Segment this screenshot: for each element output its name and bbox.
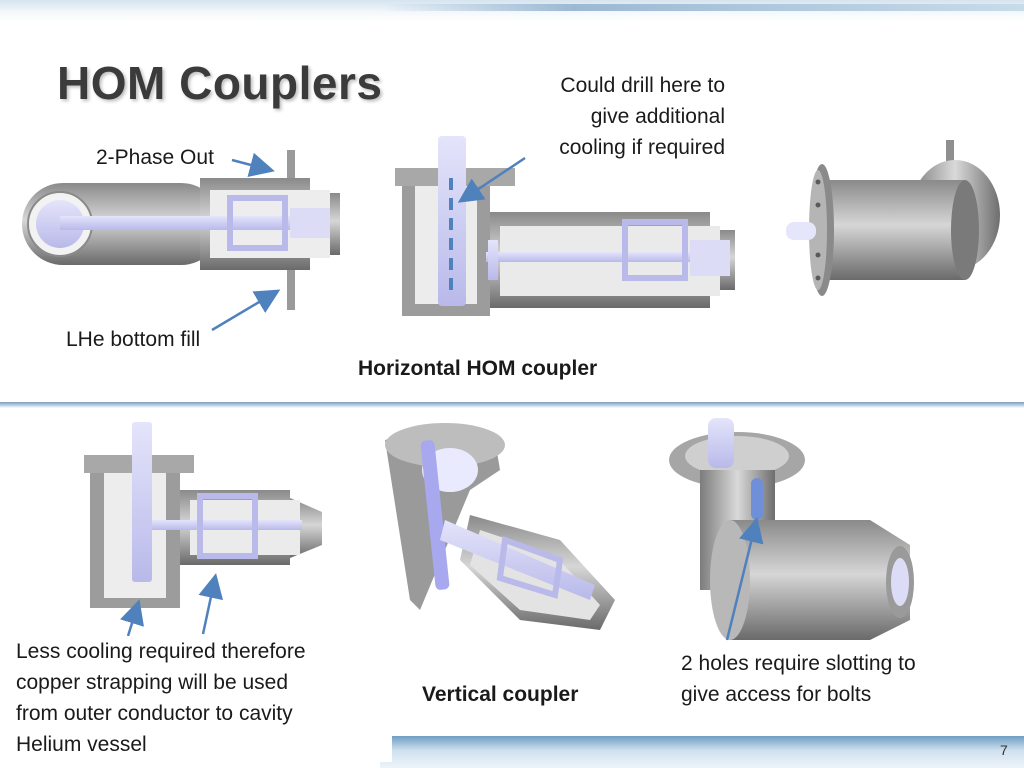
less-cooling-line-4: Helium vessel (16, 733, 147, 756)
annotation-arrows (120, 152, 764, 641)
horizontal-coupler-section-left (22, 150, 340, 310)
drill-note-line-1: Could drill here to (560, 74, 725, 97)
horizontal-coupler-caption: Horizontal HOM coupler (358, 357, 598, 380)
vertical-coupler-cutaway (385, 423, 615, 630)
bottom-decor-band (380, 736, 1024, 768)
lhe-bottom-fill-label: LHe bottom fill (66, 328, 201, 351)
page-number: 7 (1000, 742, 1008, 758)
drill-note-line-3: cooling if required (559, 136, 725, 159)
less-cooling-line-3: from outer conductor to cavity (16, 702, 293, 725)
less-cooling-line-1: Less cooling required therefore (16, 640, 306, 663)
drill-note-line-2: give additional (590, 105, 725, 128)
top-decor-band (0, 0, 1024, 22)
section-divider (0, 402, 1024, 408)
two-phase-out-label: 2-Phase Out (96, 146, 214, 169)
holes-note-line-1: 2 holes require slotting to (681, 652, 916, 675)
vertical-coupler-caption: Vertical coupler (422, 683, 579, 706)
horizontal-coupler-section-middle (395, 136, 735, 316)
slide-title: HOM Couplers (57, 57, 383, 109)
vertical-coupler-external (669, 418, 914, 640)
horizontal-coupler-external-view (786, 140, 1000, 296)
holes-note: 2 holes require slotting to give access … (681, 648, 916, 710)
drill-note: Could drill here to give additional cool… (520, 70, 725, 163)
less-cooling-line-2: copper strapping will be used (16, 671, 288, 694)
holes-note-line-2: give access for bolts (681, 683, 872, 706)
less-cooling-note: Less cooling required therefore copper s… (8, 636, 392, 762)
vertical-coupler-section (84, 422, 322, 608)
